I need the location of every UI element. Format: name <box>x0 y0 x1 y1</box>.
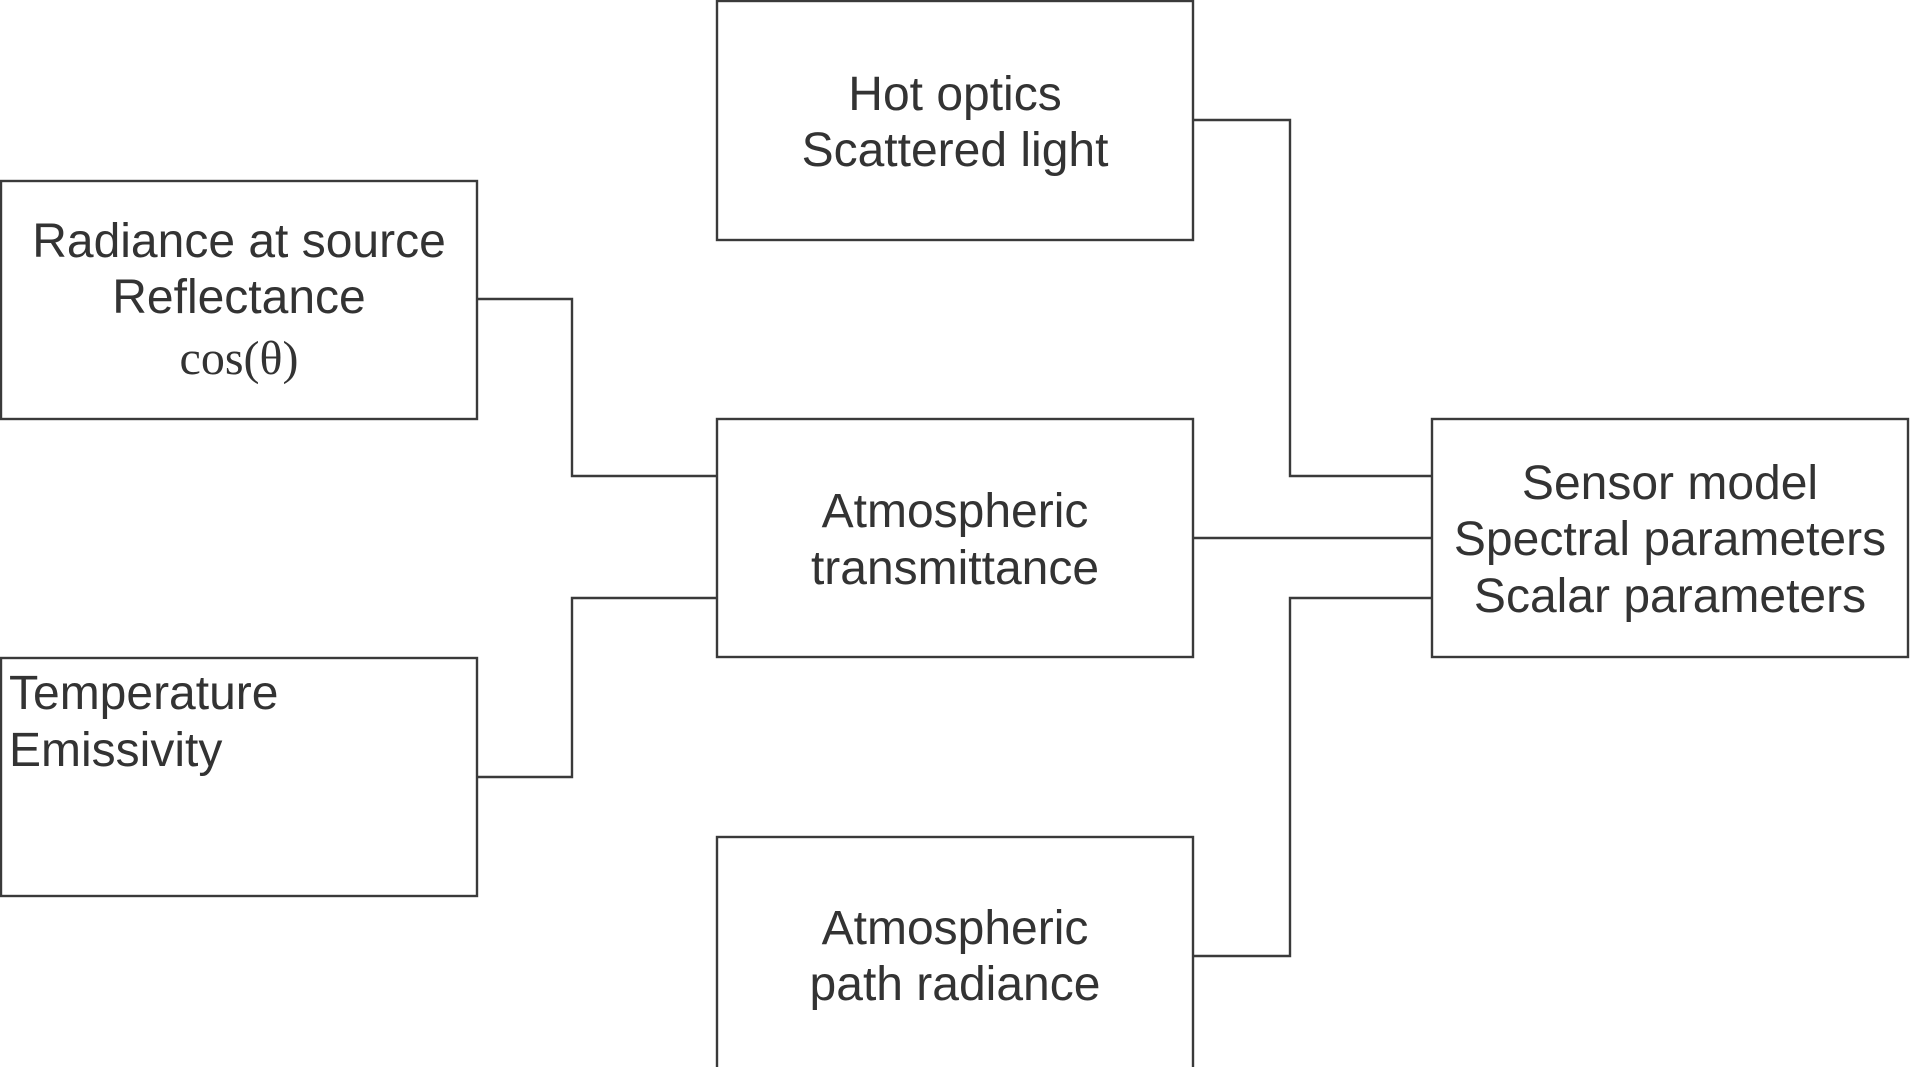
hot-optics-box-frame <box>715 0 1195 242</box>
temperature-line-2: Emissivity <box>9 724 222 777</box>
path-radiance-box: Atmospheric path radiance <box>715 835 1195 1067</box>
transmittance-line-1: Atmospheric <box>822 485 1089 538</box>
connector-path-radiance-to-sensor <box>1193 596 1432 958</box>
connector-hot-optics-to-sensor <box>1193 118 1432 478</box>
path-radiance-box-frame <box>715 835 1195 1067</box>
transmittance-box-frame <box>715 417 1195 659</box>
radiance-line-1: Radiance at source <box>32 215 446 268</box>
temperature-box-frame <box>0 656 479 898</box>
hot-optics-line-2: Scattered light <box>802 124 1109 177</box>
radiance-line-3: cos(θ) <box>180 332 299 385</box>
connector-radiance-to-transmittance <box>477 297 717 478</box>
sensor-line-3: Scalar parameters <box>1474 570 1866 623</box>
connector-temperature-to-transmittance <box>477 596 717 779</box>
hot-optics-box: Hot optics Scattered light <box>715 0 1195 242</box>
sensor-line-1: Sensor model <box>1522 457 1818 510</box>
connectors <box>477 118 1432 958</box>
temperature-box: Temperature Emissivity <box>0 656 479 898</box>
sensor-box-frame <box>1430 417 1910 659</box>
transmittance-line-2: transmittance <box>811 542 1099 595</box>
radiance-box-frame <box>0 179 479 421</box>
path-radiance-line-1: Atmospheric <box>822 902 1089 955</box>
path-radiance-line-2: path radiance <box>810 958 1101 1011</box>
radiance-box: Radiance at source Reflectance cos(θ) <box>0 179 479 421</box>
sensor-line-2: Spectral parameters <box>1454 513 1886 566</box>
radiance-line-2: Reflectance <box>112 271 365 324</box>
sensor-box: Sensor model Spectral parameters Scalar … <box>1430 417 1910 659</box>
hot-optics-line-1: Hot optics <box>848 68 1061 121</box>
transmittance-box: Atmospheric transmittance <box>715 417 1195 659</box>
temperature-line-1: Temperature <box>9 667 278 720</box>
